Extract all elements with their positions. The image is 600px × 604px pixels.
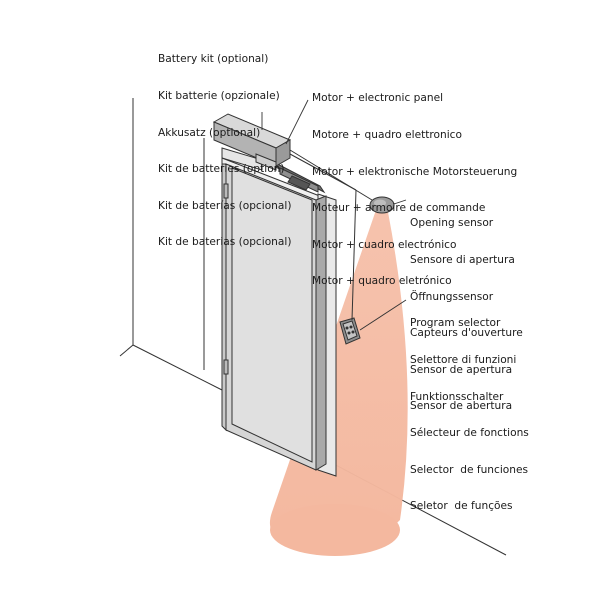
battery-kit-label-de: Akkusatz (optional) [158,126,261,139]
battery-kit-label-pt: Kit de baterias (opcional) [158,236,292,249]
wiring [289,149,373,321]
battery-kit-label-en: Battery kit (optional) [158,53,269,66]
opening-sensor-label-it: Sensore di apertura [410,254,515,267]
opening-sensor-label-de: Öffnungssensor [410,290,494,303]
program-selector-label-en: Program selector [410,317,501,330]
program-selector-label-de: Funktionsschalter [410,390,504,403]
program-selector-label-it: Selettore di funzioni [410,354,517,367]
program-selector-label-pt: Seletor de funções [410,500,513,513]
battery-kit-label-it: Kit batterie (opzionale) [158,90,280,103]
sensor-beam-cone [269,210,408,552]
motor-label-fr: Moteur + armoire de commande [312,202,486,215]
motor-label: Motor + electronic panel Motore + quadro… [312,68,517,312]
dome-sensor-icon [369,196,395,214]
program-selector-label-es: Selector de funciones [410,463,529,476]
operator-housing [212,113,292,171]
opening-sensor-label-pt: Sensor de abertura [410,400,513,413]
battery-kit-label: Battery kit (optional) Kit batterie (opz… [158,29,291,273]
program-selector-label: Program selector Selettore di funzioni F… [410,293,529,537]
battery-kit-label-es: Kit de baterías (opcional) [158,199,292,212]
door-leaf [221,163,327,471]
keypad-icon [339,317,361,345]
opening-sensor-label: Opening sensor Sensore di apertura Öffnu… [410,193,523,437]
sensor-beam-footprint [270,504,400,556]
motor-label-it: Motore + quadro elettronico [312,129,462,142]
leader-lines [261,99,407,331]
battery-kit-label-fr: Kit de batteries (option) [158,163,285,176]
motor-label-pt: Motor + quadro eletrónico [312,275,452,288]
opening-sensor-label-fr: Capteurs d'ouverture [410,327,523,340]
motor-label-de: Motor + elektronische Motorsteuerung [312,165,518,178]
opening-sensor-label-en: Opening sensor [410,217,494,230]
motor-label-es: Motor + cuadro electrónico [312,238,457,251]
program-selector-label-fr: Sélecteur de fonctions [410,427,529,440]
motor-label-en: Motor + electronic panel [312,92,444,105]
opening-sensor-label-es: Sensor de apertura [410,363,513,376]
